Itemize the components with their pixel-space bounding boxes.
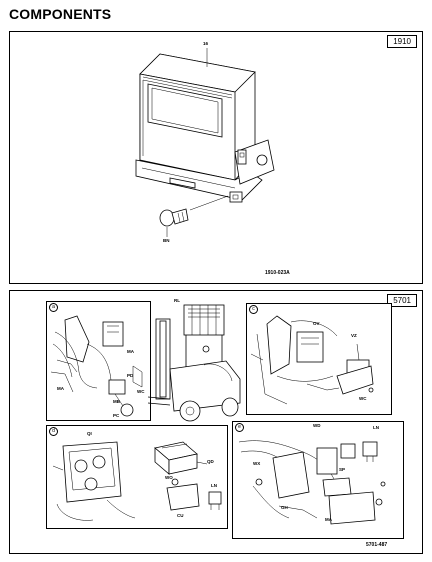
callout-rl: RL: [174, 298, 180, 303]
callout-cu: CU: [177, 513, 184, 518]
callout-qd: QD: [207, 459, 214, 464]
forklift-illustration: RL: [144, 298, 244, 424]
callout-wo: WO: [165, 475, 173, 480]
figure-tag: 1910: [387, 35, 417, 48]
callout-pc: PC: [113, 413, 120, 418]
callout-ln: LN: [373, 425, 379, 430]
callout-ov: OV: [313, 321, 320, 326]
drawing-id: 1910-023A: [265, 270, 290, 276]
detail-a: a MA MA MB WC PC PD: [46, 301, 151, 421]
callout-pd: PD: [127, 373, 134, 378]
callout-ln: LN: [211, 483, 217, 488]
circled-letter-a-icon: a: [49, 303, 58, 312]
detail-d: d QI QD WO LN CU: [46, 425, 228, 529]
circled-letter-e-icon: e: [235, 423, 244, 432]
figure-controller-panel: 1910 16 BN 1910-023A: [9, 31, 423, 284]
circled-letter-d-icon: d: [49, 427, 58, 436]
callout-vz: VZ: [351, 333, 357, 338]
callout-mb: MB: [113, 399, 120, 404]
detail-c: c OV VZ WC: [246, 303, 392, 415]
figure-wiring-panel: 5701 a MA MA MB WC PC PD: [9, 290, 423, 554]
drawing-id: 5701-487: [366, 542, 388, 548]
callout-ma: MA: [325, 517, 332, 522]
callout-sp: SP: [339, 467, 346, 472]
callout-wd: WD: [313, 423, 321, 428]
callout-wc: WC: [137, 389, 145, 394]
controller-drawing: [135, 48, 275, 237]
callout-qi: QI: [87, 431, 92, 436]
page-heading: COMPONENTS: [9, 6, 112, 22]
callout-wx: WX: [253, 461, 261, 466]
callout-wc: WC: [359, 396, 367, 401]
callout-gh: GH: [281, 505, 288, 510]
figure-tag: 5701: [387, 294, 417, 307]
callout-ma: MA: [127, 349, 134, 354]
circled-letter-c-icon: c: [249, 305, 258, 314]
callout-ma: MA: [57, 386, 64, 391]
callout-bolt: BN: [163, 238, 170, 243]
detail-e: e WD LN SP WX GH MA: [232, 421, 404, 539]
callout-controller: 16: [203, 41, 209, 46]
